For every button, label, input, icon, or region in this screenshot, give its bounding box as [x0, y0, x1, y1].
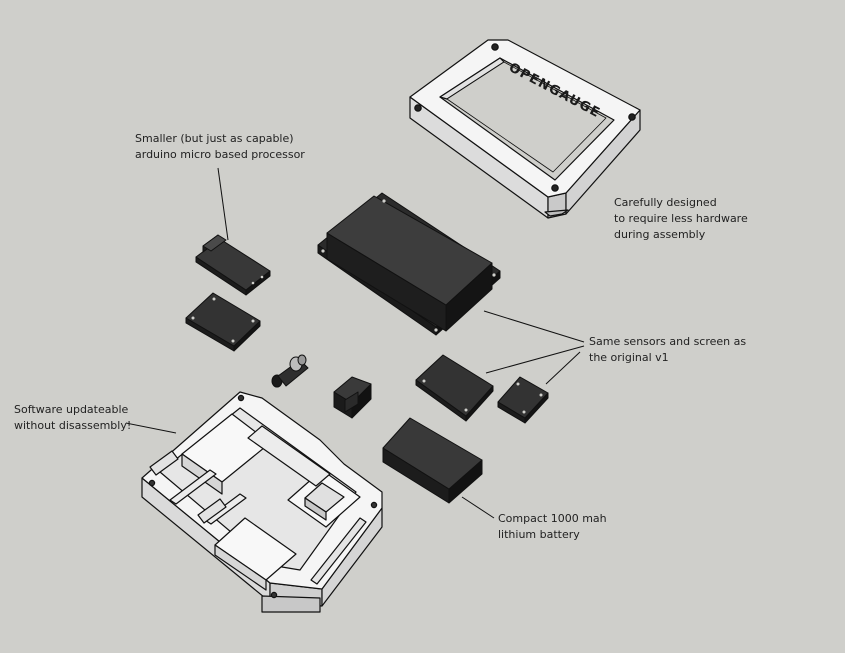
- callout-processor-line2: arduino micro based processor: [135, 148, 305, 161]
- rear-housing: [141, 391, 383, 613]
- callout-processor: Smaller (but just as capable) arduino mi…: [135, 131, 305, 163]
- leader-sensors-small: [545, 351, 581, 385]
- callout-bezel-line1: Carefully designed: [614, 196, 717, 209]
- power-switch: [333, 376, 372, 419]
- leader-lines: [125, 167, 585, 519]
- callout-battery-line2: lithium battery: [498, 528, 580, 541]
- leader-battery: [461, 496, 495, 519]
- leader-sensors-lcd: [483, 310, 585, 343]
- callout-sensors-line2: the original v1: [589, 351, 669, 364]
- callout-bezel-line2: to require less hardware: [614, 212, 748, 225]
- callout-battery-line1: Compact 1000 mah: [498, 512, 607, 525]
- lithium-battery: [382, 417, 483, 504]
- callout-software-line2: without disassembly!: [14, 419, 132, 432]
- sensor-board-small: [497, 376, 549, 424]
- processor-board: [195, 234, 271, 296]
- lcd-screen: [317, 192, 501, 336]
- callout-battery: Compact 1000 mah lithium battery: [498, 511, 607, 543]
- sensor-board-left: [185, 292, 261, 352]
- front-bezel: OPENGAUGE: [409, 39, 641, 219]
- callout-bezel-line3: during assembly: [614, 228, 706, 241]
- callout-processor-line1: Smaller (but just as capable): [135, 132, 294, 145]
- leader-software: [125, 422, 177, 434]
- usb-connector: [271, 354, 309, 388]
- callout-software: Software updateable without disassembly!: [14, 402, 131, 434]
- leader-sensors-center: [485, 345, 585, 374]
- leader-processor: [217, 167, 229, 241]
- sensor-board-center: [415, 354, 494, 422]
- callout-sensors: Same sensors and screen as the original …: [589, 334, 746, 366]
- callout-bezel: Carefully designed to require less hardw…: [614, 195, 748, 243]
- callout-sensors-line1: Same sensors and screen as: [589, 335, 747, 348]
- callout-software-line1: Software updateable: [14, 403, 129, 416]
